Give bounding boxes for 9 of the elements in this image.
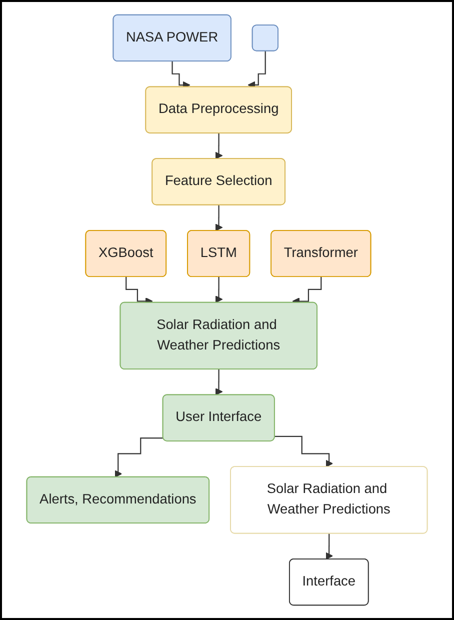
arrow <box>215 132 223 160</box>
arrow <box>215 368 223 396</box>
arrow <box>114 438 164 478</box>
arrow <box>274 436 333 468</box>
arrow <box>325 533 333 560</box>
arrow <box>215 276 223 304</box>
arrow <box>172 60 190 89</box>
arrow <box>248 50 266 89</box>
arrow <box>215 204 223 232</box>
